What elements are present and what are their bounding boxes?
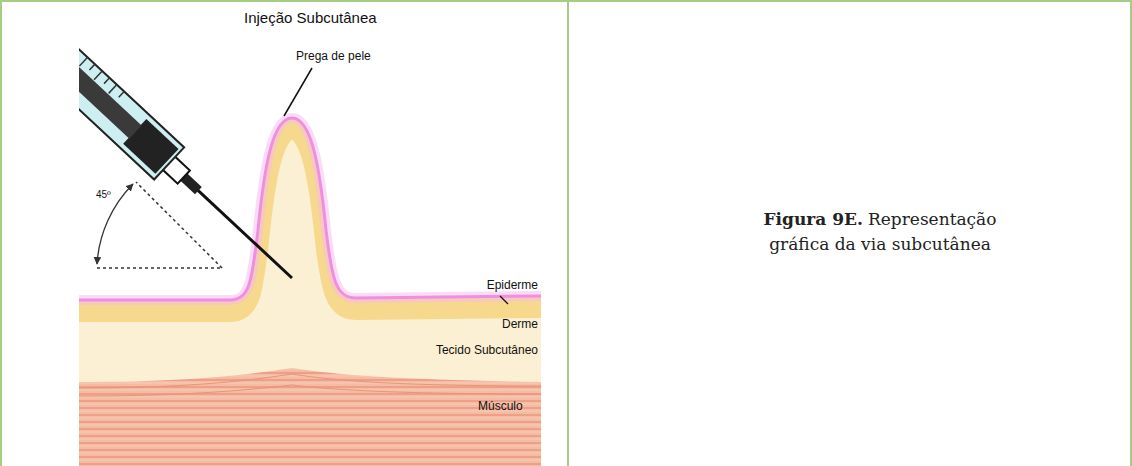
layer-label: Tecido Subcutâneo <box>436 344 538 358</box>
layer-label: Derme <box>502 318 538 332</box>
part-label: Prega de pele <box>296 50 371 64</box>
layer-label: Músculo <box>478 400 523 414</box>
layer-label: Epiderme <box>487 279 538 293</box>
figure-number: Figura 9E. <box>764 209 863 229</box>
angle-label: 45º <box>96 189 111 201</box>
figure-caption: Figura 9E.Representação gráfica da via s… <box>740 207 1020 256</box>
figure-title: Injeção Subcutânea <box>244 9 377 26</box>
